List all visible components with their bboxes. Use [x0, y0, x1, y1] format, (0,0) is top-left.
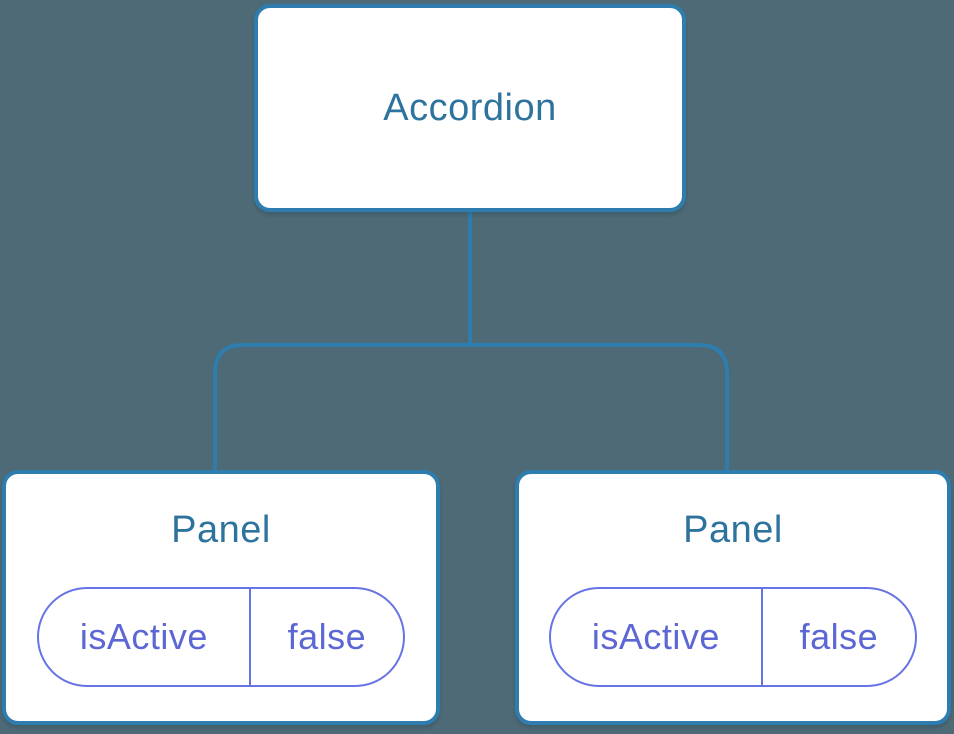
state-value-right: false — [799, 616, 879, 657]
connector-bracket — [213, 343, 729, 472]
state-pill-right: isActive false — [549, 587, 917, 687]
accordion-node: Accordion — [254, 4, 686, 212]
panel-node-left: Panel isActive false — [2, 470, 440, 725]
panel-node-right-label: Panel — [683, 509, 783, 551]
panel-node-right: Panel isActive false — [515, 470, 951, 725]
state-value-left: false — [287, 616, 367, 657]
panel-node-left-label: Panel — [171, 509, 271, 551]
state-pill-left: isActive false — [37, 587, 405, 687]
state-key-right: isActive — [551, 589, 763, 685]
state-key-left: isActive — [39, 589, 251, 685]
accordion-node-label: Accordion — [383, 87, 557, 129]
